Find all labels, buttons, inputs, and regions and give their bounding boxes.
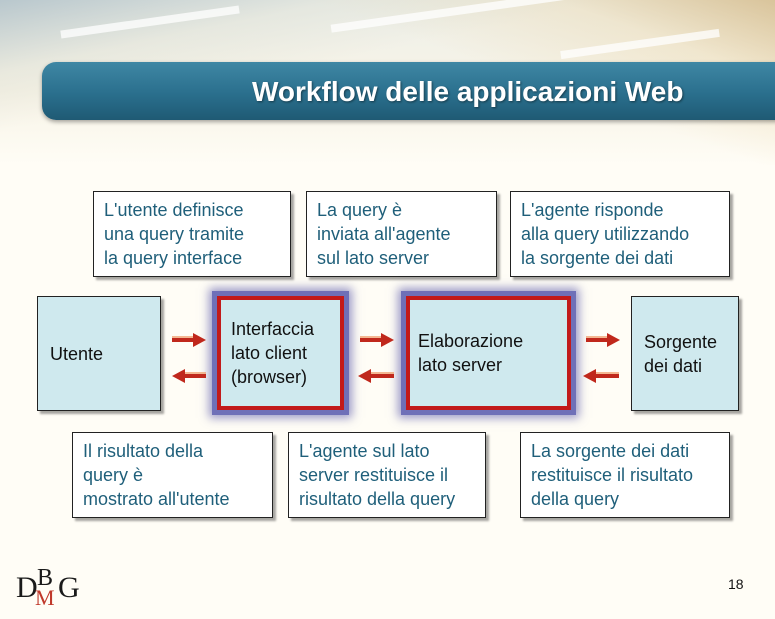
dbmg-logo: D B M G bbox=[16, 565, 80, 610]
node-label: Sorgente dei dati bbox=[644, 331, 718, 376]
note-text: L'agente risponde alla query utilizzando… bbox=[521, 200, 690, 268]
note-result-shown: Il risultato della query è mostrato all'… bbox=[72, 432, 273, 518]
note-query-sent: La query è inviata all'agente sul lato s… bbox=[306, 191, 497, 277]
note-source-returns: La sorgente dei dati restituisce il risu… bbox=[520, 432, 730, 518]
note-text: Il risultato della query è mostrato all'… bbox=[83, 441, 230, 509]
logo-letter-b: B bbox=[37, 565, 53, 591]
node-user: Utente bbox=[37, 296, 161, 411]
arrow-client-to-server bbox=[360, 333, 394, 347]
node-data-source: Sorgente dei dati bbox=[631, 296, 739, 411]
note-agent-responds: L'agente risponde alla query utilizzando… bbox=[510, 191, 730, 277]
note-text: La query è inviata all'agente sul lato s… bbox=[317, 200, 451, 268]
page-title: Workflow delle applicazioni Web bbox=[252, 76, 684, 107]
node-label: Elaborazione lato server bbox=[418, 331, 524, 375]
arrow-server-to-client bbox=[358, 369, 394, 383]
logo-letter-g: G bbox=[58, 571, 80, 604]
note-define-query: L'utente definisce una query tramite la … bbox=[93, 191, 291, 277]
node-label: Interfaccia lato client (browser) bbox=[231, 319, 315, 387]
note-agent-returns: L'agente sul lato server restituisce il … bbox=[288, 432, 486, 518]
page-number: 18 bbox=[728, 576, 744, 592]
node-client-interface: Interfaccia lato client (browser) bbox=[217, 296, 344, 410]
arrow-source-to-server bbox=[583, 369, 619, 383]
node-label: Utente bbox=[50, 343, 104, 364]
arrow-client-to-user bbox=[172, 369, 206, 383]
arrow-server-to-source bbox=[586, 333, 620, 347]
note-text: L'utente definisce una query tramite la … bbox=[104, 200, 245, 268]
note-text: L'agente sul lato server restituisce il … bbox=[299, 441, 456, 509]
logo-letter-d: D bbox=[16, 571, 38, 604]
note-text: La sorgente dei dati restituisce il risu… bbox=[531, 441, 694, 509]
node-server-processing: Elaborazione lato server bbox=[406, 296, 571, 410]
title-bar bbox=[42, 62, 775, 120]
arrow-user-to-client bbox=[172, 333, 206, 347]
logo-letter-m: M bbox=[35, 585, 55, 610]
